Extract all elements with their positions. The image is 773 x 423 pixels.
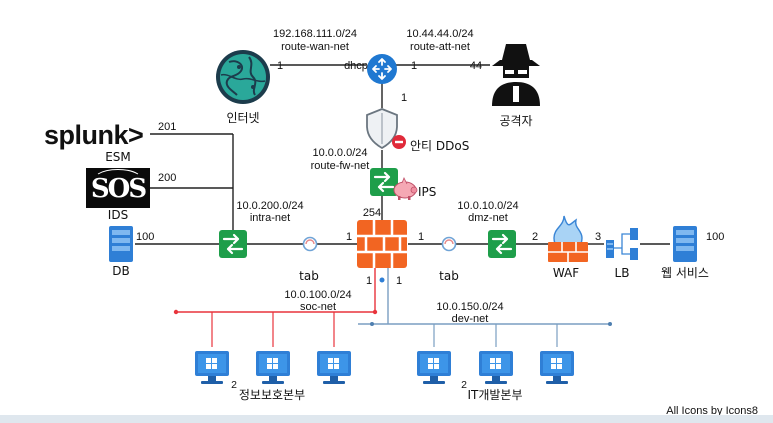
splunk-logo-text: splunk> (44, 120, 143, 150)
firewall-bottom-right-host-id: 1 (396, 275, 402, 287)
soc-pc-icon (317, 351, 351, 384)
ips-label: IPS (418, 185, 436, 199)
soc-pc-icon (256, 351, 290, 384)
attacker-icon (492, 44, 540, 106)
route-wan-name: route-wan-net (281, 41, 349, 53)
lb-label: LB (615, 266, 630, 280)
route-fw-cidr: 10.0.0.0/24 (312, 147, 367, 159)
esm-host-id: 201 (158, 121, 176, 133)
bottom-strip (0, 415, 773, 423)
db-label: DB (112, 264, 129, 278)
dmz-name: dmz-net (468, 212, 508, 224)
route-att-cidr: 10.44.44.0/24 (406, 28, 473, 40)
web-service-label: 웹 서비스 (661, 266, 709, 280)
links (135, 64, 670, 347)
ids-host-id: 200 (158, 172, 176, 184)
web-host-id: 100 (706, 231, 724, 243)
tap-left-label: tab (299, 269, 319, 283)
dev-pc-icon (479, 351, 513, 384)
dev-name: dev-net (452, 313, 489, 325)
firewall-icon (357, 220, 407, 268)
icons-credit: All Icons by Icons8 (666, 405, 758, 417)
anti-ddos-shield-icon (366, 108, 398, 150)
soc-cidr: 10.0.100.0/24 (284, 289, 351, 301)
waf-host-id: 2 (532, 231, 538, 243)
waf-icon (548, 215, 588, 262)
splunk-logo: splunk> (44, 120, 144, 150)
esm-label: ESM (105, 150, 131, 164)
route-att-name: route-att-net (410, 41, 470, 53)
dev-pc-icon (540, 351, 574, 384)
dmz-cidr: 10.0.10.0/24 (457, 200, 518, 212)
intra-switch-icon (217, 228, 249, 260)
firewall-bottom-left-host-id: 1 (366, 275, 372, 287)
dev-pc-icon (417, 351, 451, 384)
firewall-right-host-id: 1 (418, 231, 424, 243)
anti-ddos-badge-icon (392, 135, 406, 149)
it-dev-hq-label: IT개발본부 (467, 388, 522, 402)
lb-icon (606, 228, 638, 260)
db-host-id: 100 (136, 231, 154, 243)
db-server-icon (109, 226, 133, 262)
intra-cidr: 10.0.200.0/24 (236, 200, 303, 212)
route-wan-cidr: 192.168.111.0/24 (273, 28, 357, 40)
intra-name: intra-net (250, 212, 290, 224)
waf-label: WAF (553, 266, 579, 280)
soc-pc-host-id: 2 (231, 379, 237, 391)
internet-label: 인터넷 (226, 111, 259, 125)
dmz-switch-icon (486, 228, 518, 260)
router-wan-host-id: 1 (277, 60, 283, 72)
router-att-host-id: 1 (411, 60, 417, 72)
anti-ddos-label: 안티 DDoS (410, 139, 469, 153)
internet-icon (216, 50, 270, 104)
tap-left-icon (302, 236, 318, 252)
lb-host-id: 3 (595, 231, 601, 243)
attacker-host-id: 44 (470, 60, 482, 72)
attacker-label: 공격자 (499, 114, 532, 128)
firewall-top-host-id: 254 (363, 207, 381, 219)
ips-pig-icon (393, 177, 418, 200)
web-server-icon (673, 226, 697, 262)
soc-name: soc-net (300, 301, 336, 313)
tap-right-icon (441, 236, 457, 252)
security-hq-label: 정보보호본부 (239, 388, 305, 402)
route-fw-name: route-fw-net (311, 160, 370, 172)
tap-right-label: tab (439, 269, 459, 283)
router-dhcp-label: dhcp (344, 60, 368, 72)
firewall-left-host-id: 1 (346, 231, 352, 243)
soc-pc-icon (195, 351, 229, 384)
dev-pc-host-id: 2 (461, 379, 467, 391)
dev-cidr: 10.0.150.0/24 (436, 301, 503, 313)
router-icon (367, 54, 397, 84)
router-down-host-id: 1 (401, 92, 407, 104)
ids-label: IDS (108, 208, 128, 222)
svg-text:SOS: SOS (91, 174, 146, 204)
ids-logo-icon: SOS (86, 168, 150, 208)
